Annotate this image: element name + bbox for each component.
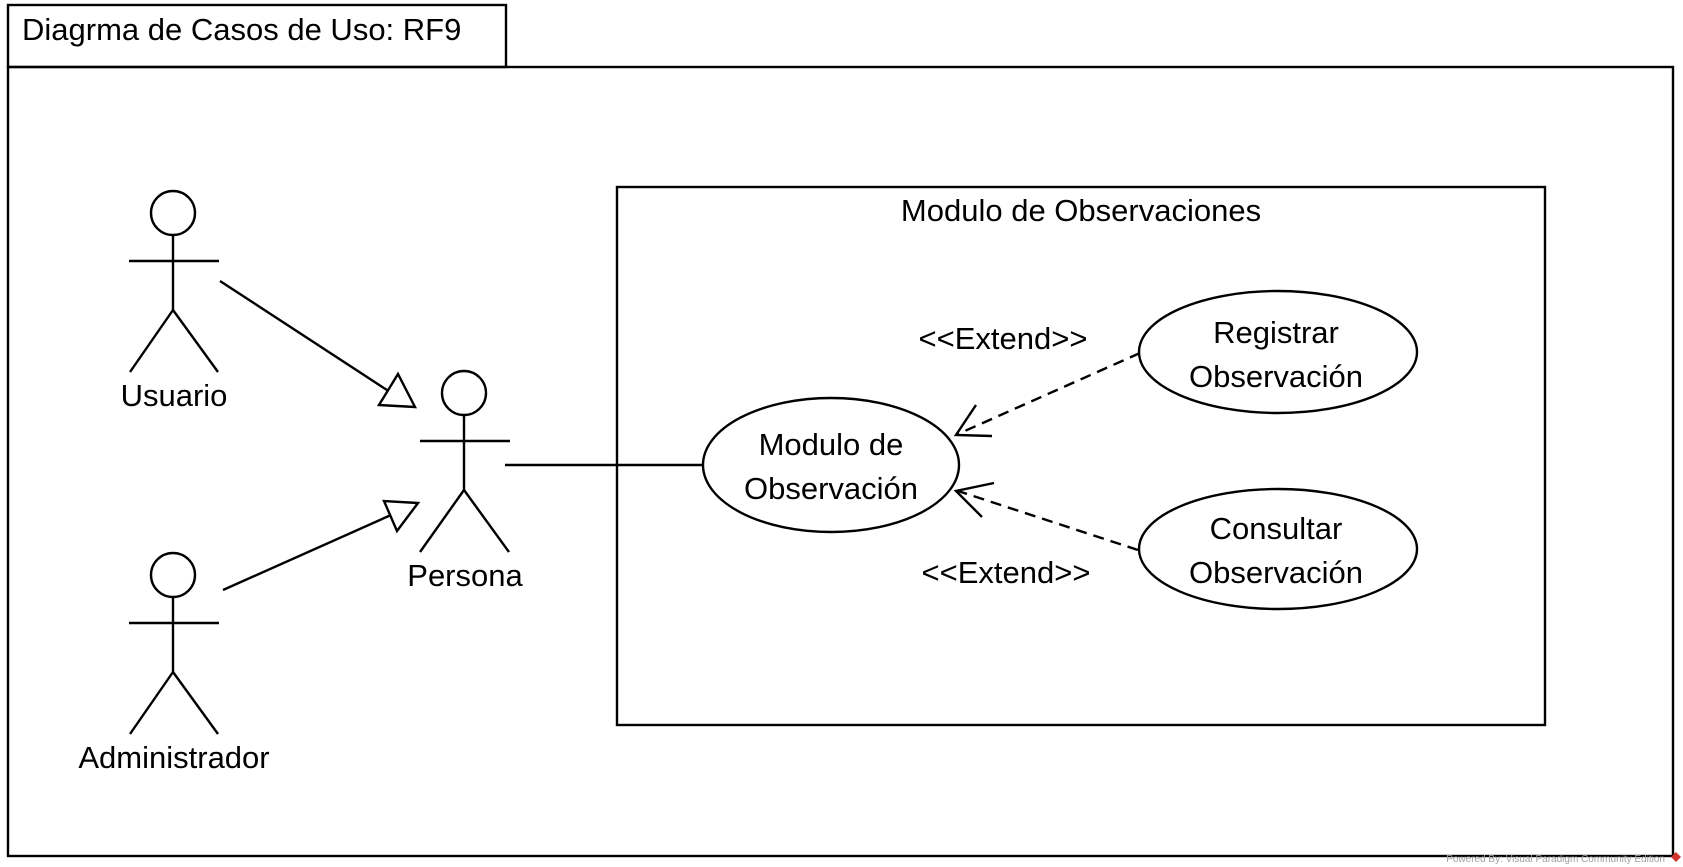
- actor-persona-head: [440, 369, 488, 417]
- extend-label-top: <<Extend>>: [919, 321, 1088, 356]
- actor-persona-leg-left: [419, 489, 465, 553]
- generalization-administrador-persona[interactable]: [222, 499, 421, 592]
- watermark-text: Powered By: Visual Paradigm Community Ed…: [1446, 854, 1665, 865]
- actor-administrador[interactable]: Administrador: [78, 551, 270, 775]
- generalization-arrowhead: [376, 371, 418, 409]
- use-case-modulo-ellipse: [701, 396, 961, 534]
- extend-dashed-line: [957, 351, 1141, 436]
- use-case-registrar-line2: Observación: [1189, 359, 1363, 394]
- use-case-modulo-line2: Observación: [744, 471, 918, 506]
- actor-persona[interactable]: Persona: [407, 369, 523, 593]
- diagram-frame: Diagrma de Casos de Uso: RF9: [6, 3, 1675, 858]
- actor-persona-label: Persona: [407, 558, 523, 593]
- use-case-consultar-observacion[interactable]: Consultar Observación: [1137, 487, 1419, 611]
- extend-arrowhead: [953, 481, 995, 518]
- actor-administrador-leg-right: [172, 671, 219, 735]
- generalization-arrowhead: [382, 499, 421, 534]
- actor-usuario-leg-right: [172, 309, 219, 373]
- use-case-consultar-ellipse: [1137, 487, 1419, 611]
- use-case-registrar-ellipse: [1137, 289, 1419, 415]
- extend-arrowhead: [953, 404, 993, 438]
- extend-dashed-line: [957, 489, 1139, 552]
- actor-administrador-leg-left: [129, 671, 174, 735]
- system-boundary: Modulo de Observaciones: [615, 185, 1547, 727]
- use-case-consultar-line1: Consultar: [1210, 511, 1343, 546]
- actor-persona-leg-right: [463, 489, 510, 553]
- use-case-modulo-observacion[interactable]: Modulo de Observación: [701, 396, 961, 534]
- actor-usuario-leg-left: [129, 309, 174, 373]
- watermark-logo-icon: [1671, 852, 1681, 862]
- actor-administrador-head: [149, 551, 197, 599]
- system-boundary-title: Modulo de Observaciones: [901, 193, 1261, 228]
- extend-consultar-modulo[interactable]: <<Extend>>: [922, 481, 1139, 590]
- frame-title: Diagrma de Casos de Uso: RF9: [22, 12, 461, 47]
- generalization-usuario-persona[interactable]: [219, 279, 418, 409]
- generalization-line: [219, 279, 391, 394]
- actor-administrador-label: Administrador: [78, 740, 269, 775]
- frame-border: [6, 65, 1675, 858]
- use-case-registrar-observacion[interactable]: Registrar Observación: [1137, 289, 1419, 415]
- generalization-line: [222, 513, 392, 592]
- extend-label-bottom: <<Extend>>: [922, 555, 1091, 590]
- system-boundary-box: [615, 185, 1547, 727]
- watermark: Powered By: Visual Paradigm Community Ed…: [1446, 852, 1681, 865]
- use-case-consultar-line2: Observación: [1189, 555, 1363, 590]
- extend-registrar-modulo[interactable]: <<Extend>>: [919, 321, 1141, 438]
- actor-usuario[interactable]: Usuario: [121, 189, 228, 413]
- use-case-modulo-line1: Modulo de: [759, 427, 904, 462]
- actor-usuario-head: [149, 189, 197, 237]
- actor-usuario-label: Usuario: [121, 378, 228, 413]
- use-case-registrar-line1: Registrar: [1213, 315, 1339, 350]
